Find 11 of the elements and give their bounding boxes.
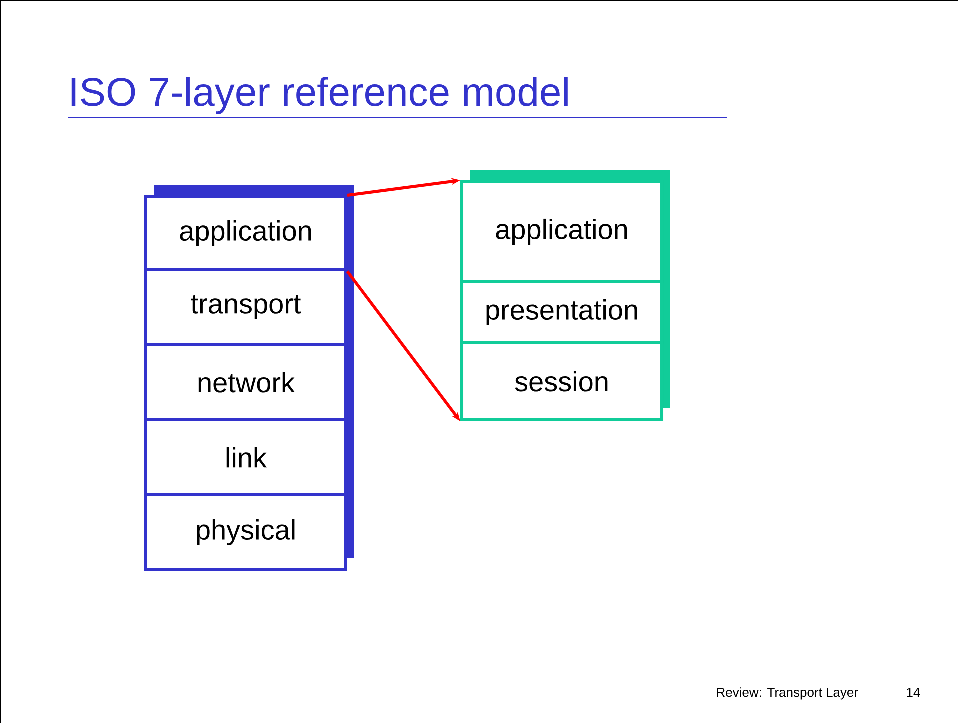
layer-box: session — [460, 342, 664, 422]
footer-text: 14 — [907, 688, 920, 697]
layer-box: physical — [144, 494, 348, 572]
layer-box: transport — [144, 268, 348, 346]
layer-box: application — [144, 196, 348, 272]
layer-box: network — [144, 344, 348, 422]
layer-box: link — [144, 418, 348, 496]
footer-text: Review: Transport Layer — [717, 688, 858, 700]
layer-box: presentation — [460, 280, 664, 344]
slide-title: ISO 7-layer reference model — [72, 77, 568, 114]
layer-box: application — [460, 180, 664, 284]
